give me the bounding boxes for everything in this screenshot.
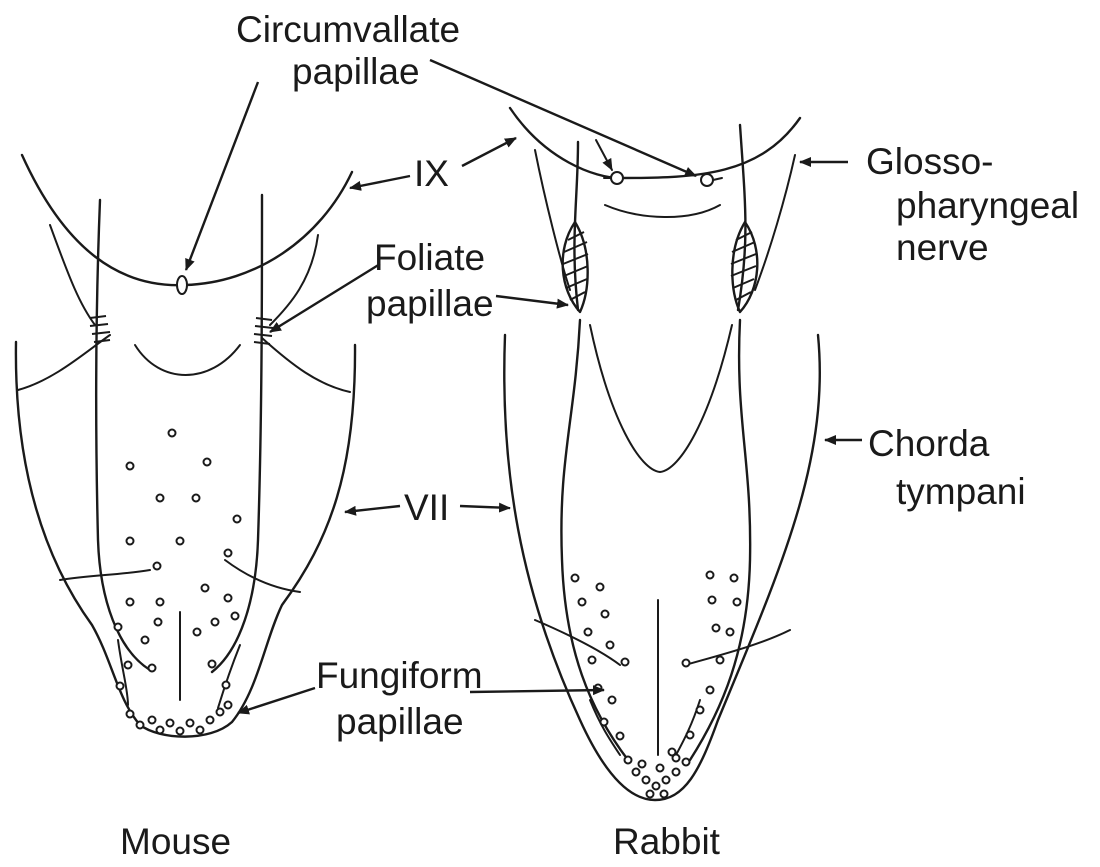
- mouse-tongue: [16, 155, 355, 737]
- foliate-arrow-rabbit: [496, 296, 568, 305]
- chorda-label-line2: tympani: [896, 472, 1026, 512]
- fungiform-arrow-rabbit: [470, 690, 604, 692]
- ix-label: IX: [414, 154, 449, 194]
- mouse-vii-right-nerve: [212, 195, 262, 672]
- rabbit-left-circumvallate-papilla: [604, 172, 623, 184]
- mouse-vii-left-nerve: [96, 200, 150, 670]
- vii-arrow-right: [460, 506, 510, 508]
- rabbit-lower-right-branch: [685, 630, 790, 665]
- foliate-label-line1: Foliate: [374, 238, 485, 278]
- rabbit-posterior-curve: [605, 205, 720, 217]
- rabbit-right-lateral-branch: [755, 155, 795, 290]
- circumvallate-arrow-mouse: [186, 82, 258, 270]
- mouse-fungiform-papillae: [115, 430, 241, 735]
- rabbit-left-lateral-branch: [535, 150, 570, 290]
- rabbit-tongue: [504, 108, 820, 800]
- vii-label: VII: [404, 488, 449, 528]
- rabbit-fungiform-papillae: [572, 572, 741, 798]
- rabbit-left-chorda-tympani: [561, 320, 628, 760]
- glosso-label-line2: pharyngeal: [896, 186, 1079, 226]
- rabbit-right-chorda-tympani: [690, 320, 750, 760]
- rabbit-caption: Rabbit: [613, 822, 720, 862]
- mouse-ix-left-branch: [50, 225, 95, 325]
- mouse-ix-right-branch: [270, 235, 318, 325]
- mouse-lower-left-branch: [60, 570, 150, 580]
- mouse-circumvallate-papilla: [177, 276, 187, 294]
- circumvallate-tick-rabbit-left: [596, 140, 612, 170]
- mouse-tongue-outline: [16, 342, 355, 737]
- chorda-label-line1: Chorda: [868, 424, 989, 464]
- foliate-label-line2: papillae: [366, 284, 494, 324]
- mouse-midline-curve: [135, 345, 240, 375]
- fungiform-label-line2: papillae: [336, 702, 464, 742]
- ix-arrow-right: [462, 138, 516, 166]
- mouse-lower-right-branch: [225, 560, 300, 592]
- foliate-arrow-mouse: [270, 264, 380, 332]
- glosso-label-line3: nerve: [896, 228, 989, 268]
- rabbit-v-curve: [590, 325, 732, 472]
- vii-arrow-left: [345, 506, 400, 512]
- circumvallate-label-line2: papillae: [292, 52, 420, 92]
- fungiform-label-line1: Fungiform: [316, 656, 483, 696]
- circumvallate-label-line1: Circumvallate: [236, 10, 460, 50]
- ix-arrow-left: [350, 176, 410, 188]
- mouse-right-cross-curve: [262, 338, 350, 392]
- glosso-label-line1: Glosso-: [866, 142, 993, 182]
- rabbit-right-circumvallate-papilla: [701, 174, 722, 186]
- mouse-caption: Mouse: [120, 822, 231, 862]
- rabbit-ix-nerve-arc: [510, 108, 800, 178]
- rabbit-tongue-outline: [504, 335, 820, 800]
